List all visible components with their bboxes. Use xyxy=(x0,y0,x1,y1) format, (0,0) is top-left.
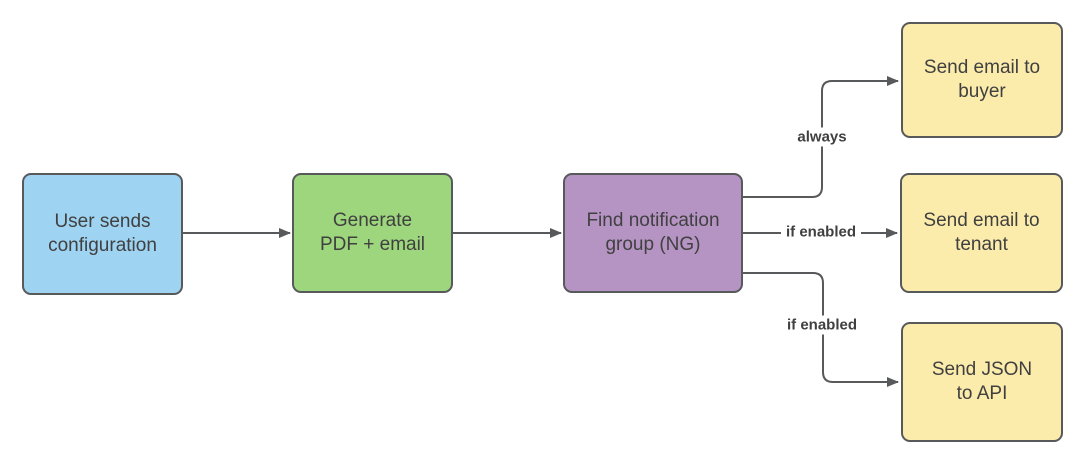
node-send-email-to-buyer: Send email to buyer xyxy=(901,22,1063,138)
node-find-notification-group: Find notification group (NG) xyxy=(563,173,743,293)
node-generate-pdf-email: Generate PDF + email xyxy=(292,173,453,293)
edge-label-if-enabled-api: if enabled xyxy=(781,315,863,335)
node-label: Generate PDF + email xyxy=(319,210,426,255)
node-user-sends-configuration: User sends configuration xyxy=(22,173,183,295)
node-label: Send email to tenant xyxy=(923,210,1040,255)
node-send-email-to-tenant: Send email to tenant xyxy=(900,173,1063,293)
node-label: Send email to buyer xyxy=(923,57,1041,102)
edge-label-if-enabled-tenant: if enabled xyxy=(780,222,862,242)
node-label: Find notification group (NG) xyxy=(586,210,720,255)
edge-label-always: always xyxy=(792,127,852,147)
node-label: User sends configuration xyxy=(48,211,157,256)
node-send-json-to-api: Send JSON to API xyxy=(901,322,1063,442)
node-label: Send JSON to API xyxy=(931,359,1033,404)
